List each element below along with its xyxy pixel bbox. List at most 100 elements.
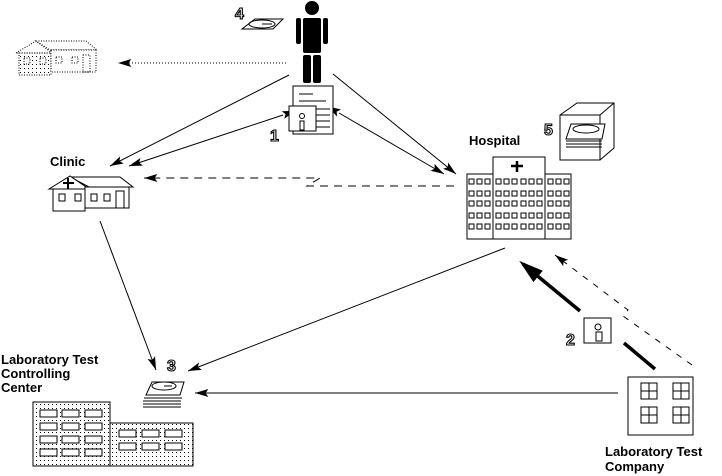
window: [503, 223, 510, 230]
step-3-data: 3: [143, 357, 185, 408]
floppy-hole: [594, 323, 602, 331]
patient-record[interactable]: 1: [269, 85, 334, 146]
clinic-roof-right: [69, 176, 135, 188]
window: [511, 200, 518, 207]
window: [511, 223, 518, 230]
window: [555, 178, 562, 185]
window: [528, 178, 535, 185]
window: [84, 409, 103, 418]
window: [476, 212, 483, 219]
step-2-floppy: 2: [565, 317, 612, 350]
window: [39, 448, 58, 457]
other-house-window: [39, 57, 47, 65]
lab-company-label-line1: Laboratory Test: [605, 444, 703, 459]
lab-company[interactable]: Laboratory Test Company: [605, 376, 703, 474]
window: [495, 178, 502, 185]
window: [536, 190, 543, 197]
window: [468, 223, 475, 230]
window: [484, 200, 491, 207]
disk-stack-icon: [143, 381, 185, 408]
window: [495, 200, 502, 207]
window: [511, 190, 518, 197]
window: [164, 442, 183, 451]
window: [476, 178, 483, 185]
hospital-center: [492, 156, 546, 240]
step-3-label: 3: [167, 358, 176, 375]
patient-arm-right: [323, 18, 328, 44]
control-center-windows: [39, 409, 183, 457]
clinic-door: [115, 190, 125, 209]
step-5-archive: 5: [543, 102, 615, 161]
window: [536, 223, 543, 230]
patient-leg-left: [303, 55, 311, 83]
window: [563, 212, 570, 219]
other-house[interactable]: [14, 40, 99, 76]
window: [61, 448, 80, 457]
window: [495, 223, 502, 230]
window: [503, 200, 510, 207]
window: [511, 178, 518, 185]
window: [520, 190, 527, 197]
window: [511, 212, 518, 219]
window: [547, 212, 554, 219]
window: [555, 223, 562, 230]
edge-patient-to-hospital: [332, 73, 457, 175]
window: [468, 212, 475, 219]
window: [84, 435, 103, 444]
window: [468, 190, 475, 197]
window: [476, 223, 483, 230]
window: [468, 178, 475, 185]
window: [503, 178, 510, 185]
hospital[interactable]: Hospital: [466, 133, 572, 240]
window: [503, 212, 510, 219]
window: [61, 435, 80, 444]
edge-hospital-to-clinic-dashed: [143, 174, 454, 187]
window: [476, 190, 483, 197]
edges: [99, 59, 693, 397]
window: [547, 200, 554, 207]
edge-record-clinic: [128, 110, 296, 167]
clinic-right-wing: [84, 186, 130, 209]
lab-company-label-line2: Company: [605, 459, 665, 474]
window: [141, 442, 160, 451]
clinic-window: [58, 193, 66, 202]
window: [484, 212, 491, 219]
step-4-disk: 4: [234, 5, 285, 30]
window: [61, 409, 80, 418]
floppy-slot: [299, 120, 305, 131]
clinic-left-wing: [52, 188, 86, 212]
control-center[interactable]: Laboratory Test Controlling Center: [1, 352, 194, 467]
window: [476, 200, 483, 207]
lab-company-windows: [640, 382, 690, 424]
edge-lab-company-to-hospital-dashed: [554, 254, 693, 366]
clinic[interactable]: Clinic: [47, 154, 135, 212]
floppy-hole: [299, 113, 305, 119]
other-house-window: [71, 56, 79, 64]
step-2-label: 2: [566, 332, 575, 349]
window: [528, 212, 535, 219]
window: [84, 422, 103, 431]
window: [503, 190, 510, 197]
window: [536, 212, 543, 219]
window: [528, 223, 535, 230]
window: [555, 200, 562, 207]
window: [547, 190, 554, 197]
lab-company-building: [627, 376, 694, 436]
edge-hospital-to-data3: [187, 247, 506, 372]
other-house-roof: [34, 40, 99, 51]
clinic-label: Clinic: [50, 154, 85, 169]
window: [495, 212, 502, 219]
patient-figure[interactable]: [296, 1, 328, 83]
window: [495, 190, 502, 197]
other-house-window: [23, 57, 31, 65]
patient-arm-left: [296, 18, 301, 44]
disk-stack-icon: [565, 123, 606, 148]
window: [484, 178, 491, 185]
step-1-label: 1: [270, 128, 279, 145]
edge-clinic-to-data3: [99, 220, 157, 371]
window: [39, 409, 58, 418]
other-house-window: [55, 56, 63, 64]
window: [547, 178, 554, 185]
clinic-window: [90, 193, 98, 202]
patient-leg-right: [313, 55, 321, 83]
